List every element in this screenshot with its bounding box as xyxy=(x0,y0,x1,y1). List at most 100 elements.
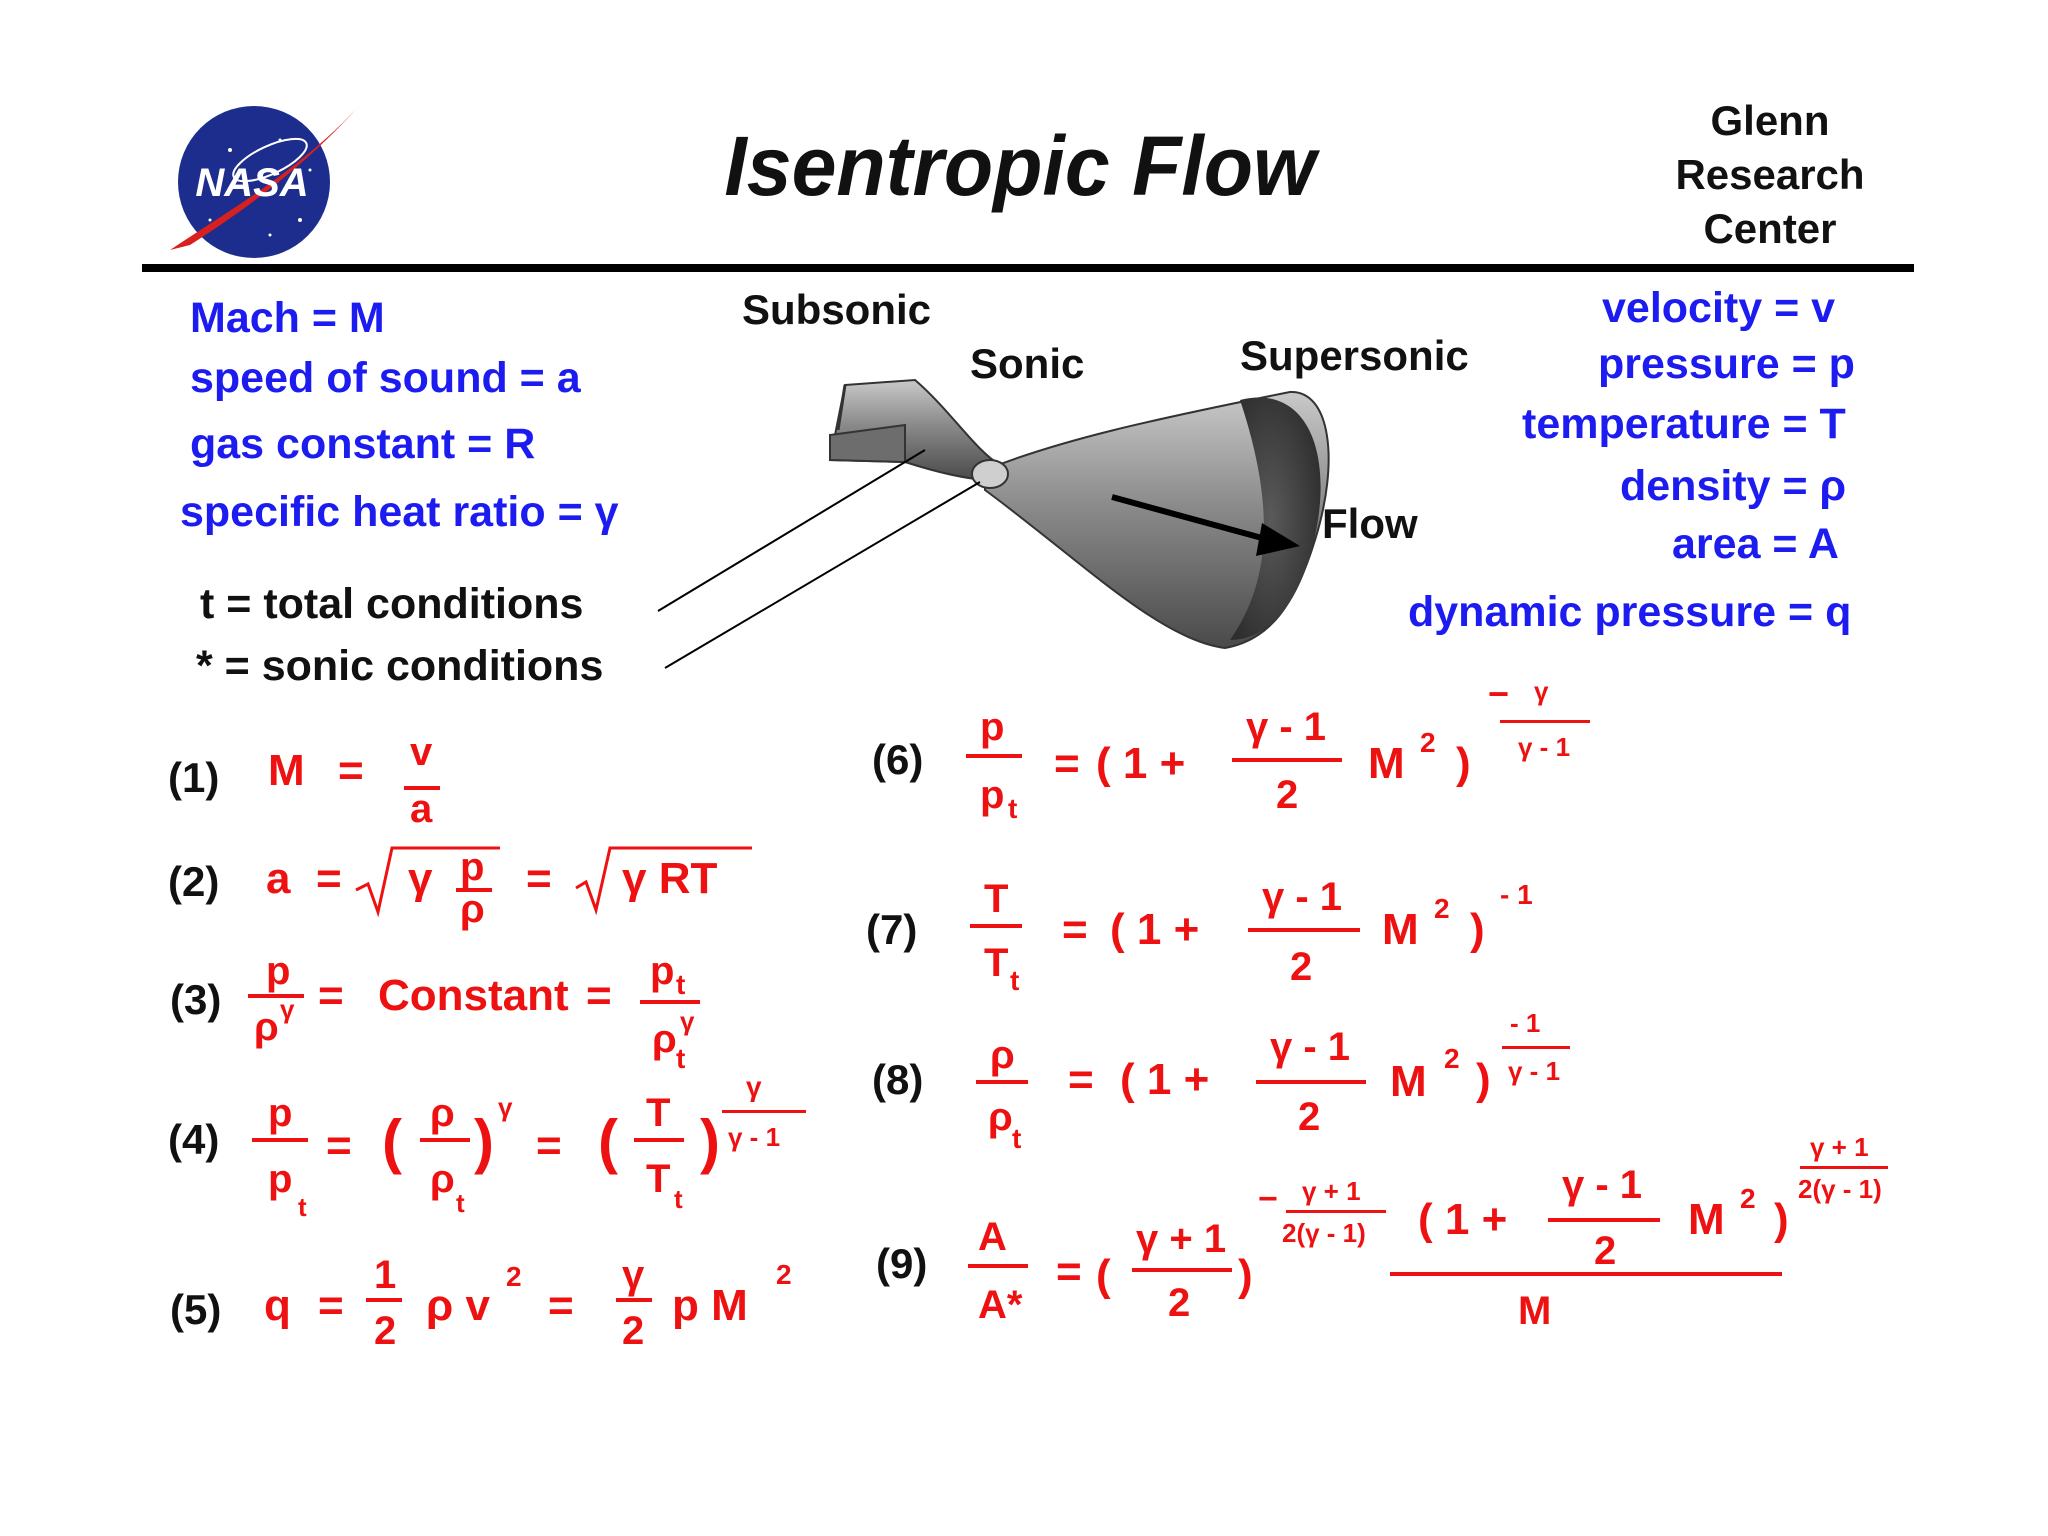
svg-text:A*: A* xyxy=(978,1283,1023,1327)
svg-text:): ) xyxy=(700,1108,720,1175)
svg-text:ρ: ρ xyxy=(652,1017,677,1061)
svg-text:−: − xyxy=(1258,1180,1278,1218)
label-supersonic: Supersonic xyxy=(1240,332,1469,379)
svg-text:=: = xyxy=(1068,1055,1094,1104)
equation-8: ρ ρ t = ( 1 + γ - 1 2 M 2 ) - 1 γ - 1 xyxy=(976,1008,1570,1154)
svg-text:t: t xyxy=(298,1192,307,1222)
svg-text:2(γ - 1): 2(γ - 1) xyxy=(1282,1218,1366,1248)
svg-text:M: M xyxy=(1518,1289,1551,1333)
svg-text:t: t xyxy=(456,1188,465,1218)
svg-text:2: 2 xyxy=(1290,945,1312,989)
svg-text:ρ: ρ xyxy=(430,1157,455,1201)
svg-text:a: a xyxy=(410,787,433,831)
svg-text:q: q xyxy=(264,1281,291,1330)
svg-text:): ) xyxy=(1774,1195,1789,1244)
svg-text:γ + 1: γ + 1 xyxy=(1136,1217,1226,1261)
svg-text:ρ: ρ xyxy=(254,1005,279,1049)
svg-text:ρ v: ρ v xyxy=(426,1281,490,1330)
equation-1: M = v a xyxy=(268,730,440,831)
svg-text:=: = xyxy=(318,1281,344,1330)
page-title: Isentropic Flow xyxy=(724,119,1316,213)
svg-text:M: M xyxy=(1688,1195,1725,1244)
svg-text:γ - 1: γ - 1 xyxy=(1518,732,1570,762)
svg-text:2: 2 xyxy=(506,1261,522,1292)
svg-text:T: T xyxy=(984,877,1008,921)
flow-arrow-icon xyxy=(1111,494,1263,541)
label-subsonic: Subsonic xyxy=(742,286,932,333)
svg-text:M: M xyxy=(268,746,305,795)
svg-text:γ: γ xyxy=(408,854,433,903)
def-pressure: pressure = p xyxy=(1598,340,1855,388)
label-sonic: Sonic xyxy=(970,340,1085,387)
svg-text:( 1 +: ( 1 + xyxy=(1110,905,1199,954)
svg-text:p M: p M xyxy=(672,1281,748,1330)
svg-text:ρ: ρ xyxy=(988,1095,1013,1139)
svg-text:2: 2 xyxy=(1740,1183,1756,1214)
svg-text:γ - 1: γ - 1 xyxy=(1562,1163,1642,1207)
svg-text:A: A xyxy=(978,1215,1007,1259)
svg-text:a: a xyxy=(266,854,291,903)
svg-text:2: 2 xyxy=(374,1309,396,1353)
svg-text:γ: γ xyxy=(746,1071,762,1102)
svg-text:p: p xyxy=(268,1157,292,1201)
nasa-logo-graphic: NASA xyxy=(170,105,360,258)
svg-text:(: ( xyxy=(1096,1251,1111,1300)
svg-text:t: t xyxy=(676,969,685,1000)
svg-text:2: 2 xyxy=(776,1259,792,1290)
eq-number-3: (3) xyxy=(170,976,222,1023)
svg-text:(: ( xyxy=(598,1108,618,1175)
svg-text:=: = xyxy=(316,854,342,903)
equation-7: T T t = ( 1 + γ - 1 2 M 2 ) - 1 xyxy=(970,875,1533,996)
svg-text:- 1: - 1 xyxy=(1500,879,1533,910)
svg-text:t: t xyxy=(674,1184,683,1214)
svg-text:- 1: - 1 xyxy=(1510,1008,1540,1038)
svg-text:M: M xyxy=(1390,1057,1427,1106)
eq-number-9: (9) xyxy=(876,1240,928,1287)
svg-text:t: t xyxy=(1010,965,1019,996)
svg-text:γ - 1: γ - 1 xyxy=(1270,1025,1350,1069)
svg-text:=: = xyxy=(318,971,344,1020)
svg-text:=: = xyxy=(526,854,552,903)
svg-text:p: p xyxy=(266,949,290,993)
header-divider xyxy=(142,264,1914,272)
svg-text:2: 2 xyxy=(622,1309,644,1353)
svg-text:v: v xyxy=(410,730,433,774)
svg-text:=: = xyxy=(586,971,612,1020)
eq-number-4: (4) xyxy=(168,1116,220,1163)
svg-text:2: 2 xyxy=(1276,773,1298,817)
nasa-logo-text: NASA xyxy=(195,161,308,205)
svg-text:2: 2 xyxy=(1594,1229,1616,1273)
svg-text:2: 2 xyxy=(1420,727,1436,758)
def-temperature: temperature = T xyxy=(1522,400,1846,448)
svg-text:): ) xyxy=(1470,905,1485,954)
svg-text:t: t xyxy=(676,1043,685,1074)
svg-text:=: = xyxy=(536,1121,562,1170)
leader-line-sonic xyxy=(664,481,981,669)
svg-text:2: 2 xyxy=(1298,1095,1320,1139)
eq-number-7: (7) xyxy=(866,906,918,953)
eq-number-8: (8) xyxy=(872,1056,924,1103)
svg-text:p: p xyxy=(268,1091,292,1135)
svg-text:=: = xyxy=(326,1121,352,1170)
svg-text:(: ( xyxy=(382,1108,402,1175)
svg-text:T: T xyxy=(646,1157,670,1201)
svg-text:p: p xyxy=(980,773,1004,817)
svg-text:=: = xyxy=(338,746,364,795)
def-specific-heat-ratio: specific heat ratio = γ xyxy=(180,488,619,536)
center-line-1: Glenn xyxy=(1710,97,1830,144)
svg-text:p: p xyxy=(980,705,1004,749)
svg-text:γ: γ xyxy=(498,1092,513,1122)
research-center-name: Glenn Research Center xyxy=(1660,94,1880,256)
svg-text:): ) xyxy=(1238,1251,1253,1300)
def-area: area = A xyxy=(1672,520,1839,568)
def-velocity: velocity = v xyxy=(1602,284,1836,332)
nasa-logo: NASA xyxy=(160,100,370,270)
legend-sonic: * = sonic conditions xyxy=(196,642,604,690)
svg-text:γ + 1: γ + 1 xyxy=(1302,1176,1361,1206)
equation-5: q = 1 2 ρ v 2 = γ 2 p M 2 xyxy=(264,1253,792,1353)
eq-number-1: (1) xyxy=(168,754,220,801)
equation-4: p p t = ( ρ ρ t ) γ = ( T T t ) γ γ - 1 xyxy=(252,1071,806,1222)
svg-text:γ - 1: γ - 1 xyxy=(1246,705,1326,749)
